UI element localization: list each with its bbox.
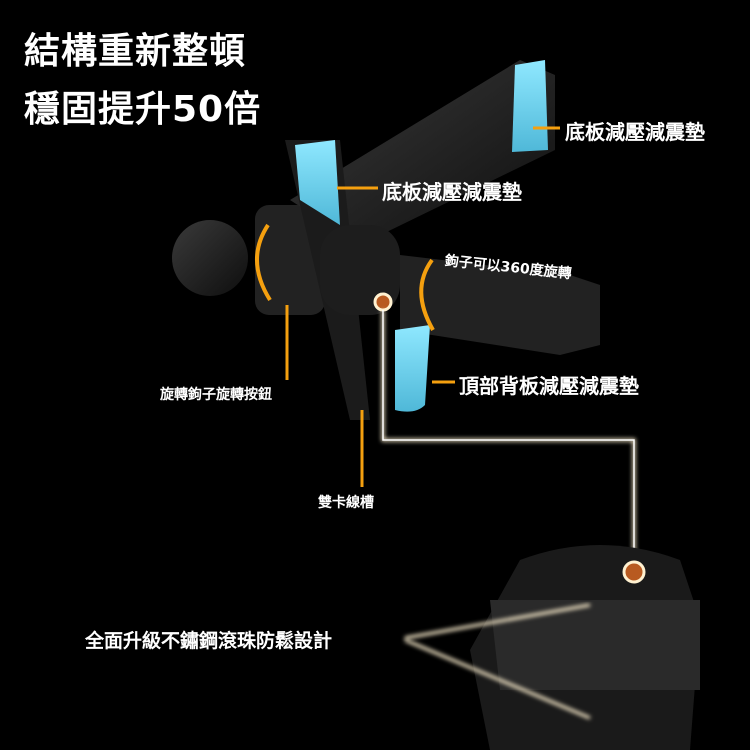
hook-body bbox=[320, 225, 400, 315]
ball-joint bbox=[172, 220, 248, 296]
highlight-ring-icon bbox=[622, 560, 646, 584]
connector-line bbox=[404, 603, 591, 640]
headline-line2: 穩固提升50倍 bbox=[24, 89, 262, 130]
pad-left bbox=[295, 140, 340, 225]
upper-arm bbox=[290, 60, 555, 245]
rotation-arrow-icon bbox=[255, 223, 272, 302]
callout-base-pad-left: 底板減壓減震墊 bbox=[382, 180, 522, 204]
pad-top-right bbox=[512, 60, 548, 152]
vent-hook bbox=[400, 255, 600, 355]
pad-top-back bbox=[395, 325, 430, 412]
callout-cable-slot: 雙卡線槽 bbox=[318, 495, 374, 511]
headline-line1: 結構重新整頓 bbox=[24, 31, 247, 72]
rotation-arrow-icon bbox=[419, 258, 435, 331]
callout-steel-balls: 全面升級不鏽鋼滾珠防鬆設計 bbox=[85, 630, 333, 652]
callout-base-pad-right: 底板減壓減震墊 bbox=[565, 120, 705, 144]
connector-line bbox=[404, 638, 591, 720]
callout-rotate-button: 旋轉鉤子旋轉按鈕 bbox=[160, 387, 272, 403]
callout-top-back-pad: 頂部背板減壓減震墊 bbox=[459, 374, 639, 398]
highlight-ring-icon bbox=[373, 292, 393, 312]
